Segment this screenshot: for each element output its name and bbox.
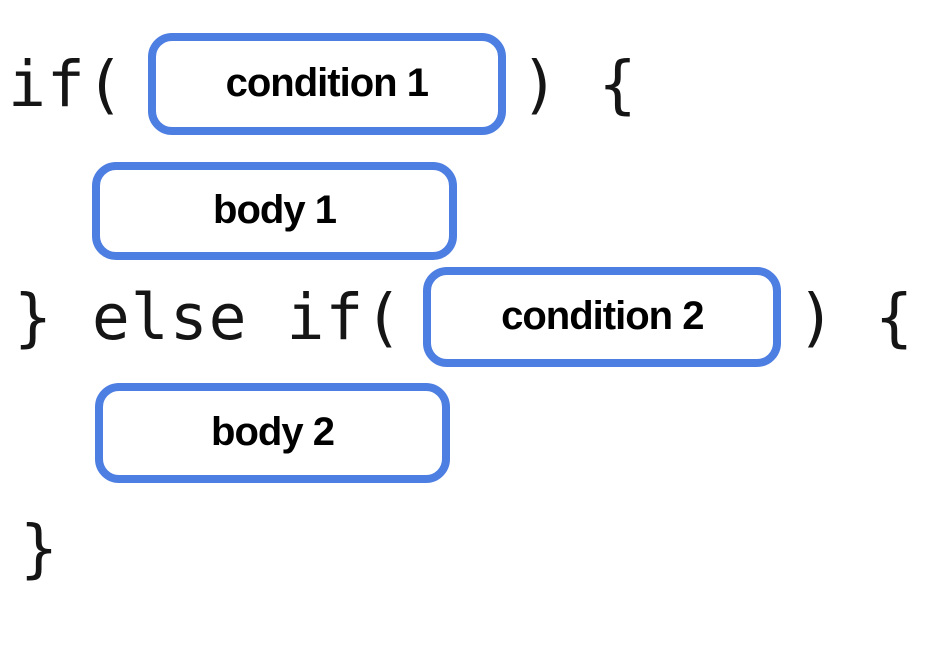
if-statement-line: if( condition 1 ) { <box>8 33 638 135</box>
condition-1-placeholder-box: condition 1 <box>147 33 506 135</box>
else-if-statement-line: } else if( condition 2 ) { <box>14 267 914 367</box>
code-else-if-open: } else if( <box>14 280 404 354</box>
body-2-label: body 2 <box>211 410 335 454</box>
code-else-if-close: ) { <box>797 280 915 354</box>
condition-2-label: condition 2 <box>501 294 704 338</box>
closing-brace-line: } <box>20 511 59 586</box>
code-if-close: ) { <box>520 47 638 121</box>
body-1-label: body 1 <box>213 188 337 232</box>
condition-1-label: condition 1 <box>225 61 429 105</box>
body-1-placeholder-box: body 1 <box>92 162 457 260</box>
condition-2-placeholder-box: condition 2 <box>423 267 782 367</box>
code-closing-brace: } <box>20 512 59 585</box>
code-if-open: if( <box>8 47 125 121</box>
body-2-placeholder-box: body 2 <box>95 383 450 483</box>
